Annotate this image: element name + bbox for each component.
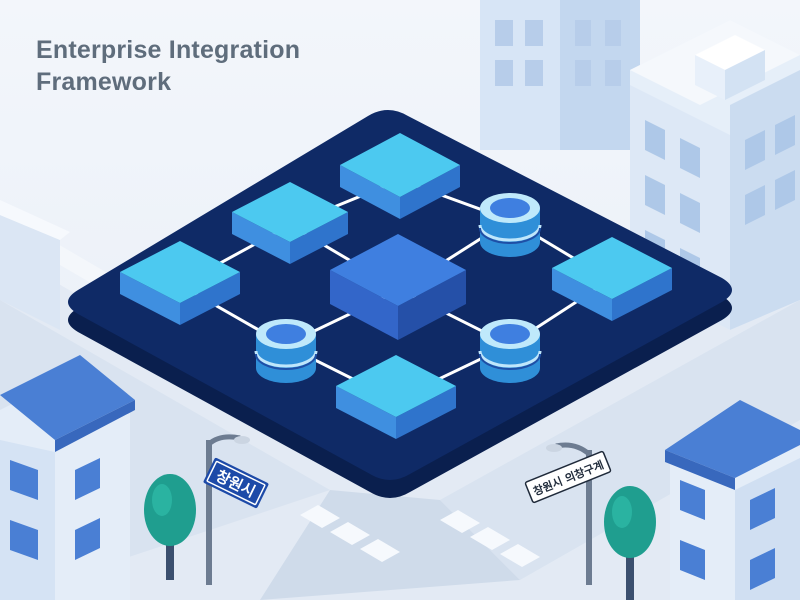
database-icon [254,319,318,383]
page-title: Enterprise Integration Framework [36,34,300,98]
building-icon [0,200,70,330]
cube-icon [232,182,348,264]
cube-icon [340,133,460,219]
streetlight-icon [206,434,250,585]
cube-icon [120,241,240,325]
tree-icon [604,486,656,600]
cube-icon [552,237,672,321]
page-title-line-1: Enterprise Integration [36,36,301,64]
building-icon [480,0,800,330]
cube-icon [336,355,456,439]
building-icon [0,355,135,600]
tree-icon [144,474,196,580]
streetlight-icon [546,442,592,585]
hub-cube-icon [330,234,466,340]
building-icon [665,400,800,600]
database-icon [478,319,542,383]
database-icon [478,193,542,257]
node-layer [120,133,672,439]
page-title-line-2: Framework [36,68,172,96]
